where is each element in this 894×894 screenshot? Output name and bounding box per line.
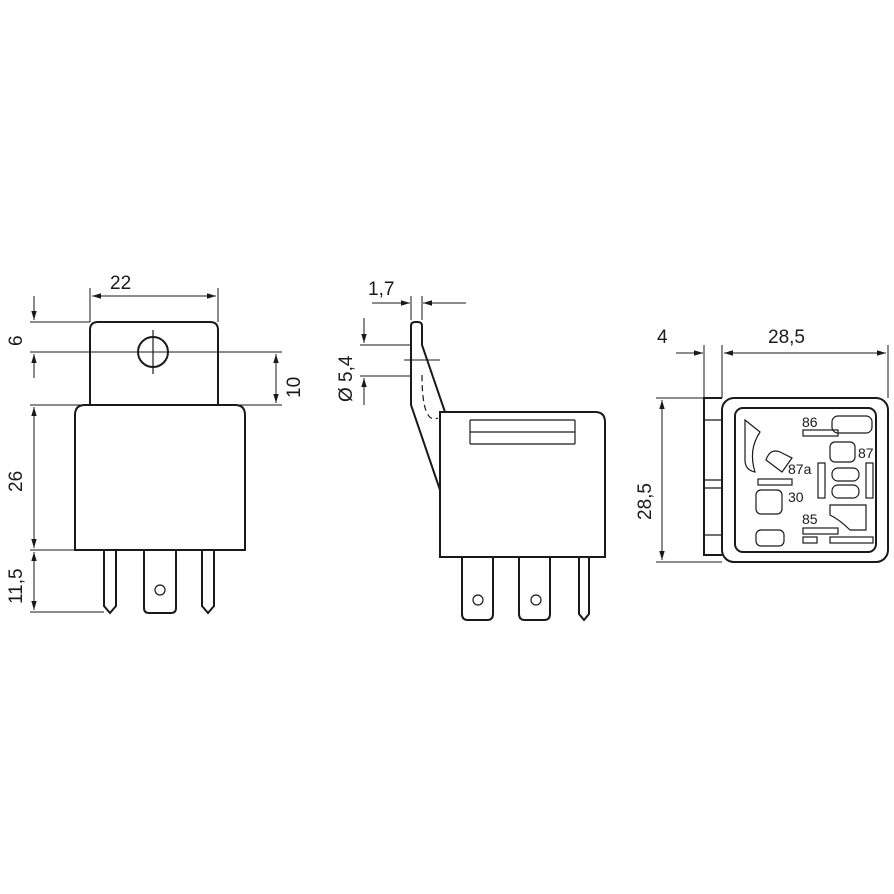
side-pin-blade-1 <box>461 557 494 621</box>
side-pin-thin <box>578 557 590 622</box>
dim-pin-length: 11,5 <box>6 568 27 604</box>
dim-tab-to-hole: 6 <box>6 335 27 346</box>
front-view: 22 6 26 11,5 10 <box>6 273 305 615</box>
pin-label-87: 87 <box>858 445 874 461</box>
dim-body-height: 26 <box>6 471 27 492</box>
pin-thin-left <box>103 550 117 615</box>
dim-tab-thickness: 1,7 <box>368 279 394 300</box>
side-pin-blade-2 <box>518 557 551 621</box>
pin-label-87a: 87a <box>788 461 812 477</box>
side-mounting-tab <box>410 321 446 491</box>
relay-body <box>74 404 246 551</box>
pin-view: 86 87 87a 30 85 4 28,5 28,5 <box>635 327 889 563</box>
pin-label-85: 85 <box>802 511 818 527</box>
pin-view-housing <box>721 397 889 563</box>
dim-hole-diameter: Ø 5,4 <box>336 355 357 402</box>
pin-label-86: 86 <box>802 414 818 430</box>
dim-flange: 4 <box>657 327 668 348</box>
pin-thin-right <box>201 550 215 615</box>
side-view: 1,7 Ø 5,4 <box>336 279 606 622</box>
dim-hole-to-body: 10 <box>284 377 305 398</box>
side-relay-body <box>439 411 606 558</box>
mounting-tab <box>89 321 219 405</box>
dim-housing-height: 28,5 <box>635 483 656 520</box>
dim-housing-width: 28,5 <box>768 327 805 348</box>
pin-label-30: 30 <box>788 489 804 505</box>
dim-front-width: 22 <box>110 273 131 294</box>
pin-blade-center <box>143 550 177 614</box>
